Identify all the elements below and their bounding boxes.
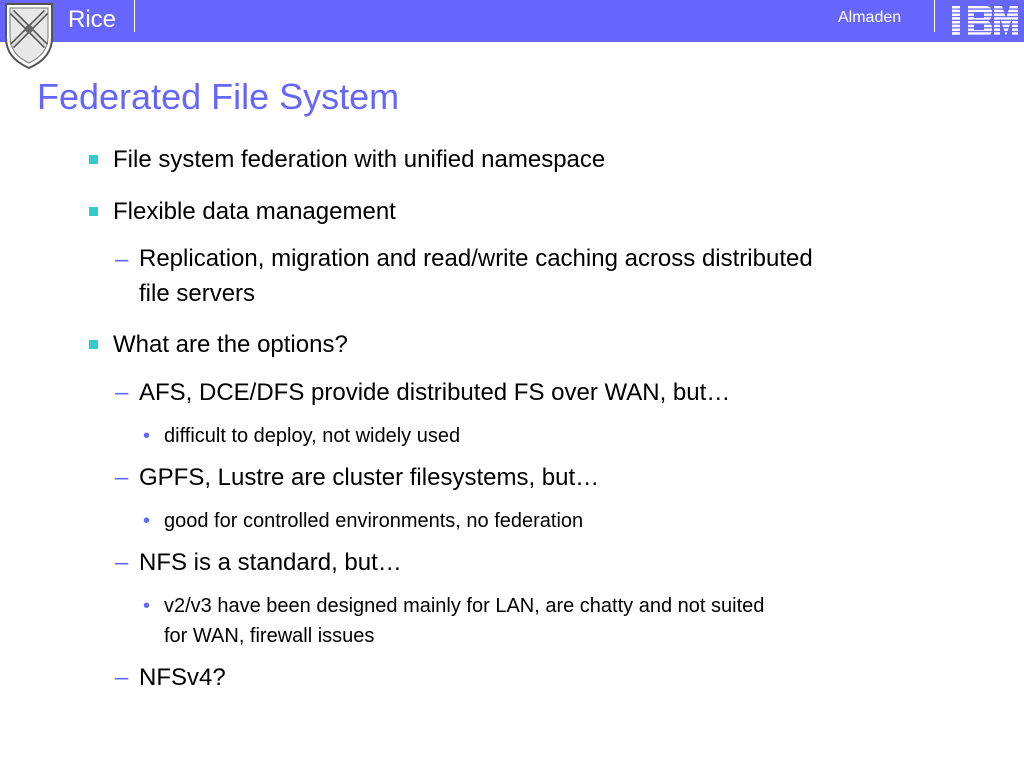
level2-dash-icon: –	[115, 549, 129, 576]
sub-bullet-text: AFS, DCE/DFS provide distributed FS over…	[139, 379, 731, 406]
bullet-text: File system federation with unified name…	[113, 146, 606, 173]
level2-dash-icon: –	[115, 379, 129, 406]
level1-bullet-icon	[89, 340, 98, 349]
ibm-logo-icon	[948, 6, 1018, 36]
bullet-text: What are the options?	[113, 331, 348, 358]
level3-dot-icon: •	[143, 510, 151, 532]
header-divider-left	[134, 0, 135, 32]
level3-dot-icon: •	[143, 595, 151, 617]
rice-university-shield-icon	[0, 0, 58, 70]
level2-dash-icon: –	[115, 464, 129, 491]
sub-sub-bullet-text: good for controlled environments, no fed…	[164, 510, 584, 532]
sub-bullet-text: NFSv4?	[139, 664, 226, 691]
sub-bullet-text: Replication, migration and read/write ca…	[139, 245, 813, 272]
level2-dash-icon: –	[115, 246, 129, 273]
sub-sub-bullet-text: v2/v3 have been designed mainly for LAN,…	[164, 595, 765, 617]
sub-sub-bullet-text: difficult to deploy, not widely used	[164, 425, 461, 447]
level2-dash-icon: –	[115, 664, 129, 691]
sub-bullet-text: GPFS, Lustre are cluster filesystems, bu…	[139, 464, 600, 491]
level1-bullet-icon	[89, 155, 98, 164]
sub-sub-bullet-text-continued: for WAN, firewall issues	[164, 625, 375, 647]
level1-bullet-icon	[89, 207, 98, 216]
header-left-label: Rice	[68, 6, 117, 33]
header-divider-right	[934, 0, 935, 32]
header-bar	[0, 0, 1024, 42]
sub-bullet-text-continued: file servers	[139, 280, 256, 307]
header-right-label: Almaden	[838, 9, 902, 26]
bullet-text: Flexible data management	[113, 198, 396, 225]
level3-dot-icon: •	[143, 425, 151, 447]
slide-title: Federated File System	[37, 76, 400, 117]
sub-bullet-text: NFS is a standard, but…	[139, 549, 402, 576]
